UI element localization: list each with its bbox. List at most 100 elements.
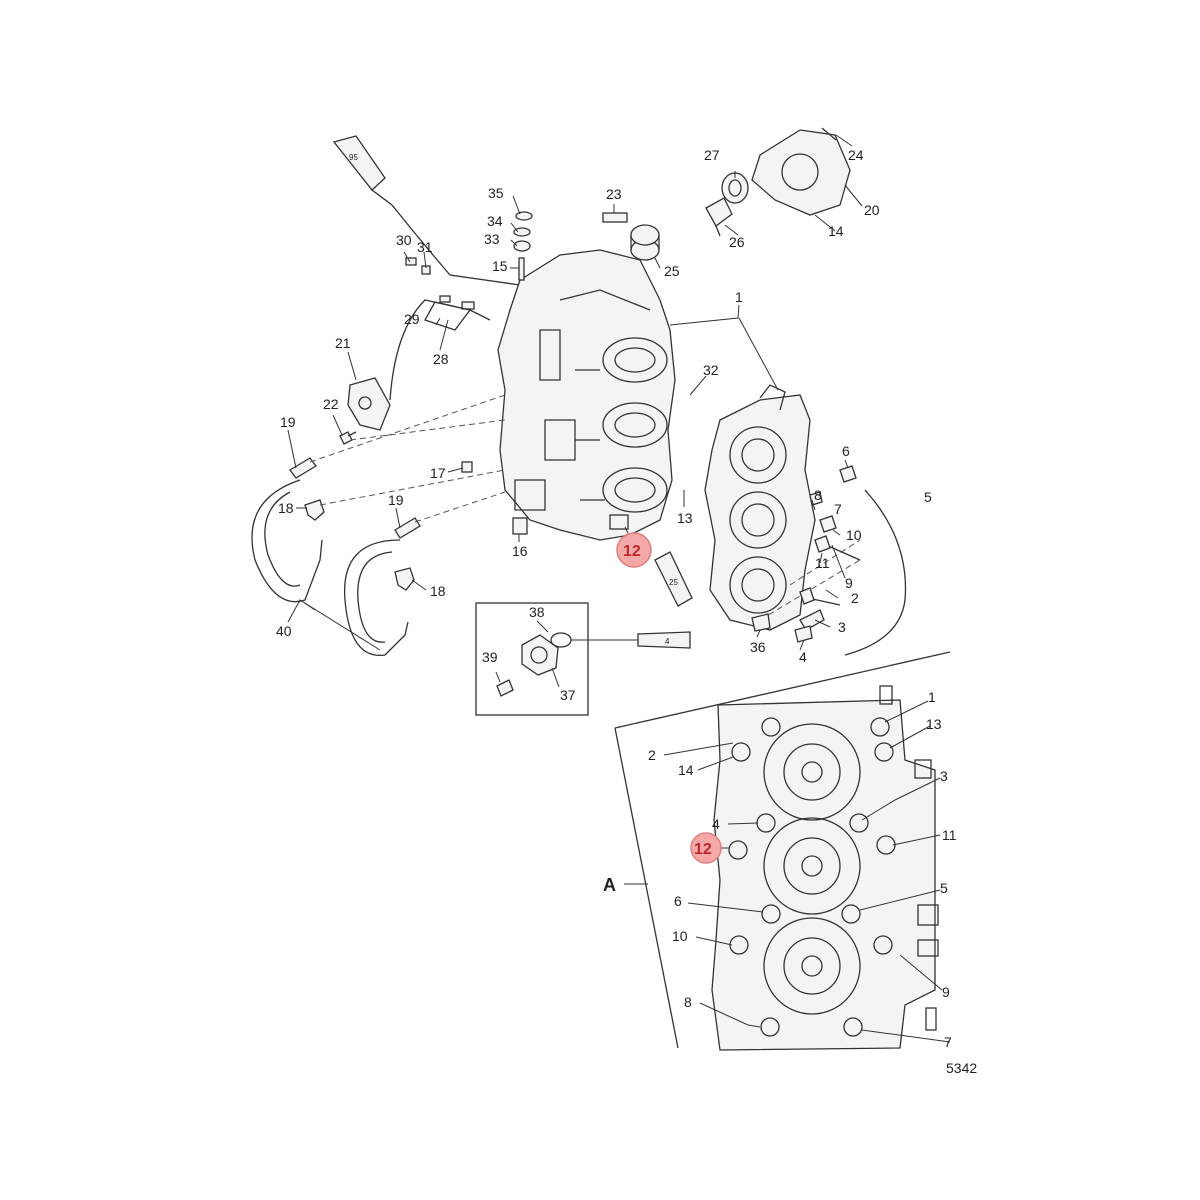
hose-40-left-inner	[264, 491, 301, 587]
plug-16	[512, 517, 528, 535]
callout-35: 35	[488, 185, 504, 201]
sequence-2: 2	[648, 747, 656, 763]
callout-18-center: 18	[430, 583, 446, 599]
callout-28: 28	[433, 351, 449, 367]
callout-14: 14	[828, 223, 844, 239]
sequence-1: 1	[928, 689, 936, 705]
callout-7: 7	[834, 501, 842, 517]
callout-9: 9	[845, 575, 853, 591]
inset-cover-37	[521, 634, 559, 676]
inset-bolt-39	[496, 679, 514, 697]
sequence-12-highlighted: 12	[694, 841, 712, 858]
callout-30: 30	[396, 232, 412, 248]
callout-23: 23	[606, 186, 622, 202]
callout-29: 29	[404, 311, 420, 327]
main-leaders	[287, 134, 863, 688]
thermostat-cover	[751, 127, 851, 216]
callout-20: 20	[864, 202, 880, 218]
callout-12-highlighted: 12	[623, 543, 641, 560]
sequence-9: 9	[942, 984, 950, 1000]
callout-15: 15	[492, 258, 508, 274]
callout-40: 40	[276, 623, 292, 639]
callout-34: 34	[487, 213, 503, 229]
reference-lines	[309, 394, 861, 621]
cylinder-head	[704, 384, 816, 631]
sealant-tube-25: 25	[654, 551, 693, 607]
callout-13: 13	[677, 510, 693, 526]
callout-19-center: 19	[388, 492, 404, 508]
callout-6: 6	[842, 443, 850, 459]
plug-17	[461, 461, 473, 473]
view-a-frame	[614, 651, 951, 1049]
callout-17: 17	[430, 465, 446, 481]
callout-37: 37	[560, 687, 576, 703]
callout-3: 3	[838, 619, 846, 635]
sealant-tube-4: 4	[637, 631, 691, 649]
tube-label-25: 25	[669, 578, 678, 587]
fitting-18-left	[304, 499, 325, 521]
view-a-block	[711, 685, 939, 1051]
callout-25: 25	[664, 263, 680, 279]
callout-24: 24	[848, 147, 864, 163]
view-a-leaders	[663, 700, 951, 1043]
tube-label-4: 4	[665, 637, 670, 646]
hose-40-left	[251, 479, 323, 603]
sealant-tube-95: 95	[332, 135, 393, 206]
callout-22: 22	[323, 396, 339, 412]
fitting-19-left	[289, 457, 317, 479]
callout-21: 21	[335, 335, 351, 351]
hose-40-center-inner	[357, 551, 393, 643]
callout-11: 11	[815, 555, 830, 571]
callout-33: 33	[484, 231, 500, 247]
callout-8: 8	[814, 487, 822, 503]
ground-wire	[391, 204, 601, 286]
callout-1: 1	[735, 289, 743, 305]
callout-26: 26	[729, 234, 745, 250]
sequence-13: 13	[926, 716, 942, 732]
figure-number: 5342	[946, 1060, 977, 1076]
gasket-21	[347, 377, 391, 431]
sequence-11: 11	[942, 827, 957, 843]
callout-2: 2	[851, 590, 859, 606]
sequence-7: 7	[944, 1034, 952, 1050]
callout-38: 38	[529, 604, 545, 620]
view-label-a: A	[603, 875, 616, 895]
inset-box	[475, 602, 589, 716]
bolt-22	[339, 431, 357, 445]
cylinder-block	[497, 249, 676, 541]
tube-label-95: 95	[349, 153, 358, 162]
thermostat-seal	[721, 172, 749, 204]
wire-5	[844, 489, 907, 656]
callout-18-left: 18	[278, 500, 294, 516]
callout-19-left: 19	[280, 414, 296, 430]
sequence-6: 6	[674, 893, 682, 909]
sequence-3: 3	[940, 768, 948, 784]
sequence-10: 10	[672, 928, 688, 944]
callout-5: 5	[924, 489, 932, 505]
callout-4: 4	[799, 649, 807, 665]
callout-27: 27	[704, 147, 720, 163]
view-a-bolt-heads	[728, 717, 896, 1037]
plug-23	[602, 212, 628, 223]
callout-36: 36	[750, 639, 766, 655]
head-bolts	[751, 465, 861, 643]
sensor-harness	[389, 257, 491, 401]
callout-10: 10	[846, 527, 862, 543]
callout-39: 39	[482, 649, 498, 665]
highlight-circle-12-view-a	[690, 832, 722, 864]
sequence-14: 14	[678, 762, 694, 778]
highlight-circle-12-main	[616, 532, 652, 568]
fitting-19-center	[394, 517, 421, 539]
inset-oring-38	[550, 632, 572, 648]
thermostat	[705, 197, 733, 237]
nut-washer-stack	[513, 211, 533, 281]
sequence-5: 5	[940, 880, 948, 896]
fitting-18-center	[394, 567, 415, 591]
callout-32: 32	[703, 362, 719, 378]
callout-16: 16	[512, 543, 528, 559]
hose-40-center	[343, 539, 409, 656]
callout-31: 31	[417, 239, 433, 255]
bushing-25	[630, 224, 660, 261]
sequence-8: 8	[684, 994, 692, 1010]
